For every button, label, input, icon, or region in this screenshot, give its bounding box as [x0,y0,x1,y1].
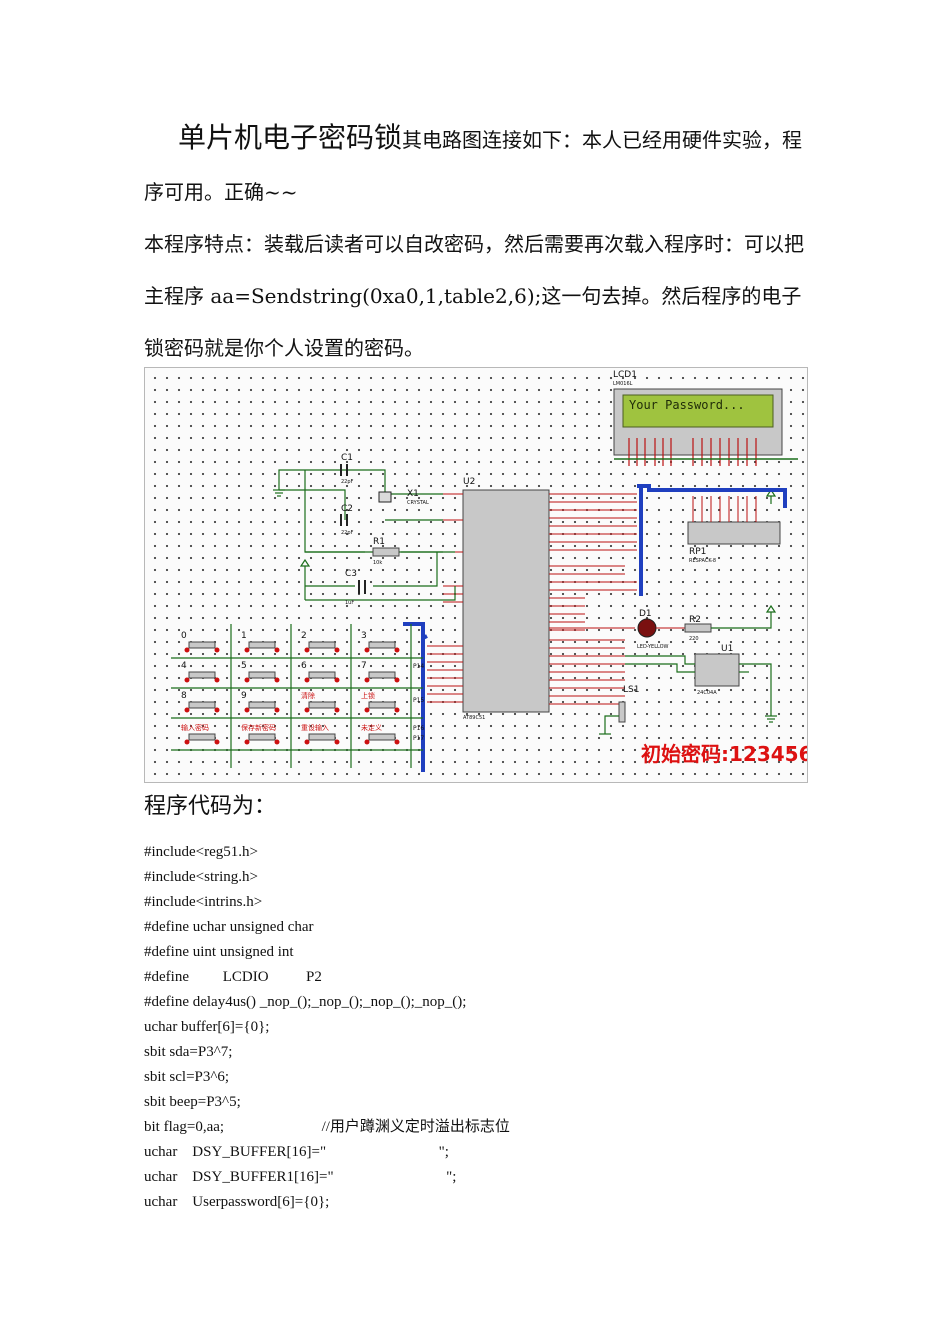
buzzer-ls1: LS1 [599,685,639,735]
circuit-schematic: Your Password... LCD1 LM016L RP1 RESPACK… [144,367,808,783]
lcd-ref: LCD1 [613,370,637,380]
capacitor-c3: C3 1uF [345,569,366,606]
keypad-key[interactable]: 9 [241,691,280,713]
lcd-module: Your Password... LCD1 LM016L [613,370,798,466]
c1-ref: C1 [341,453,353,463]
intro-paragraph-1: 单片机电子密码锁其电路图连接如下：本人已经用硬件实验，程序可用。正确~~ [144,112,809,218]
keypad-key-label: 1 [241,631,247,641]
r1-ref: R1 [373,537,385,547]
keypad-key-label: 3 [361,631,367,641]
code-line: sbit beep=P3^5; [144,1094,241,1110]
led-d1: D1 LED-YELLOW [549,609,685,650]
keypad-key[interactable]: 5 [241,661,280,683]
keypad-key[interactable]: 清除 [301,691,340,713]
intro-paragraph-2: 本程序特点：装载后读者可以自改密码，然后需要再次载入程序时：可以把主程序 aa=… [144,232,804,360]
keypad-key[interactable]: 上锁 [361,691,400,713]
rp1-part: RESPACK-8 [689,558,716,564]
capacitor-c2: C2 22pF [340,504,354,536]
keypad-key[interactable]: 8 [181,691,220,713]
c3-value: 1uF [345,600,354,606]
keypad-key-label: 6 [301,661,307,671]
row-label-4: P17 [413,735,424,742]
code-line: #define delay4us() _nop_();_nop_();_nop_… [144,994,467,1010]
c2-value: 22pF [341,530,354,536]
c1-value: 22pF [341,479,354,485]
code-line: uchar DSY_BUFFER[16]=" "; [144,1144,449,1160]
intro-text: 其电路图连接如下：本人已经用硬件实验，程序可用。正确~~ [144,128,803,204]
keypad-key-label: 保存新密码 [241,723,276,732]
keypad-key[interactable]: 4 [181,661,220,683]
keypad-key[interactable]: 7 [361,661,400,683]
keypad-key[interactable]: 2 [301,631,340,653]
row-label-3: P16 [413,725,424,732]
code-line: sbit scl=P3^6; [144,1069,230,1085]
keypad-key-label: 输入密码 [181,723,209,732]
code-line: uchar Userpassword[6]={0}; [144,1194,330,1210]
code-line: #define uint unsigned int [144,944,294,960]
c3-ref: C3 [345,569,357,579]
code-line: sbit sda=P3^7; [144,1044,233,1060]
code-line: #include<string.h> [144,869,258,885]
mcu-ref: U2 [463,477,475,487]
d1-part: LED-YELLOW [637,644,669,650]
code-line: bit flag=0,aa; //用户蹲渊义定时溢出标志位 [144,1119,510,1135]
keypad-key-label: 重设输入 [301,723,329,732]
keypad-key-label: 9 [241,691,247,701]
keypad-key-label: 5 [241,661,247,671]
keypad-key-label: 清除 [301,691,315,700]
rp1-ref: RP1 [689,547,706,557]
r1-value: 10k [373,560,382,566]
capacitor-c1: C1 22pF [340,453,354,485]
keypad-key[interactable]: 3 [361,631,400,653]
eeprom-u1: U1 24C04A [625,644,777,723]
u1-ref: U1 [721,644,733,654]
u1-part: 24C04A [697,690,717,696]
keypad-key[interactable]: 输入密码 [181,723,220,745]
keypad-key[interactable]: 6 [301,661,340,683]
code-line: #define LCDIO P2 [144,969,322,985]
lcd-display-text: Your Password... [629,398,745,412]
keypad-key-label: 未定义 [361,723,382,732]
row-label-1: P14 [413,663,424,670]
keypad-key-label: 7 [361,661,367,671]
keypad-key-label: 0 [181,631,187,641]
keypad-key[interactable]: 保存新密码 [241,723,280,745]
lcd-part: LM016L [613,381,633,387]
intro-section: 单片机电子密码锁其电路图连接如下：本人已经用硬件实验，程序可用。正确~~ 本程序… [144,112,809,374]
keypad-key[interactable]: 0 [181,631,220,653]
crystal-ref: X1 [407,489,419,499]
code-line: uchar buffer[6]={0}; [144,1019,270,1035]
code-listing: #include<reg51.h> #include<string.h> #incl… [144,840,510,1215]
row-label-2: P15 [413,697,424,704]
r2-value: 220 [689,636,699,642]
document-title: 单片机电子密码锁 [178,121,403,154]
keypad-key[interactable]: 重设输入 [301,723,340,745]
resistor-pack: RP1 RESPACK-8 [687,488,781,564]
code-line: uchar DSY_BUFFER1[16]=" "; [144,1169,457,1185]
ls1-ref: LS1 [623,685,639,695]
code-line: #include<reg51.h> [144,844,258,860]
keypad-key-label: 2 [301,631,307,641]
code-heading: 程序代码为： [144,794,277,819]
c2-ref: C2 [341,504,353,514]
keypad-key-label: 上锁 [361,691,375,700]
resistor-r1: R1 10k [372,537,400,566]
r2-ref: R2 [689,615,701,625]
resistor-r2: R2 220 [684,604,777,642]
code-line: #include<intrins.h> [144,894,263,910]
keypad-key-label: 8 [181,691,187,701]
initial-password-note: 初始密码:123456 [641,742,808,766]
d1-ref: D1 [639,609,652,619]
code-line: #define uchar unsigned char [144,919,314,935]
microcontroller: U2 AT89C51 [427,477,637,721]
keypad-key-label: 4 [181,661,187,671]
mcu-part: AT89C51 [463,715,485,721]
crystal-part: CRYSTAL [407,500,429,506]
crystal-x1: X1 CRYSTAL [378,489,429,506]
keypad-key[interactable]: 未定义 [361,723,400,745]
keypad-key[interactable]: 1 [241,631,280,653]
